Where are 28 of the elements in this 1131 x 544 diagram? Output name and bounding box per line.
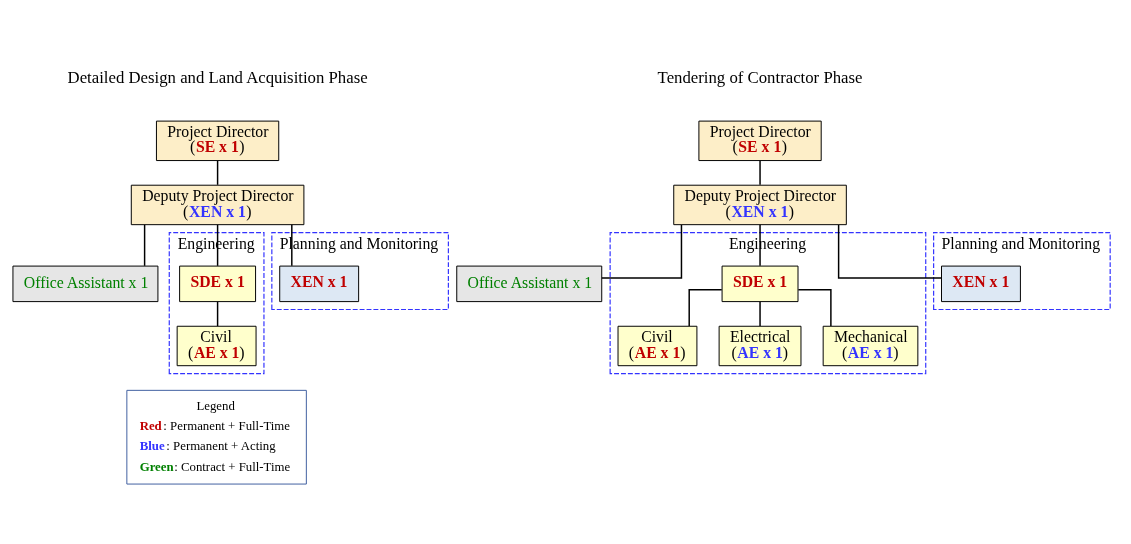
connector (759, 159, 761, 186)
connector (216, 159, 219, 186)
label: Detailed Design and Land Acquisition Phase (67, 67, 368, 87)
node-box: XEN x 1 (941, 265, 1021, 302)
node-box: Deputy Project Director (XEN x 1) (130, 184, 305, 225)
node-box: Civil (AE x 1) (176, 325, 257, 366)
node-box: Deputy Project Director (XEN x 1) (673, 184, 847, 225)
connector (216, 300, 219, 327)
connector (601, 223, 683, 279)
node-box: Electrical (AE x 1) (718, 325, 802, 366)
node-box: Project Director (SE x 1) (155, 120, 280, 161)
label: Tendering of Contractor Phase (657, 67, 863, 87)
connector (797, 288, 832, 327)
legend-label: Blue: Permanent + Acting (139, 438, 276, 453)
legend-label: Red: Permanent + Full-Time (139, 418, 291, 433)
legend-label: Green: Contract + Full-Time (139, 459, 291, 474)
node-box: SDE x 1 (721, 265, 799, 302)
node-box: XEN x 1 (279, 265, 360, 302)
connector (759, 300, 761, 327)
node-box: Project Director (SE x 1) (698, 120, 822, 161)
node-box: Office Assistant x 1 (456, 265, 603, 302)
connector (688, 288, 723, 327)
connector (143, 223, 146, 267)
connector (837, 223, 943, 279)
node-box: SDE x 1 (179, 265, 257, 302)
node-box: Office Assistant x 1 (12, 265, 159, 302)
node-box: Civil (AE x 1) (617, 325, 698, 366)
node-box: Mechanical (AE x 1) (822, 325, 919, 366)
